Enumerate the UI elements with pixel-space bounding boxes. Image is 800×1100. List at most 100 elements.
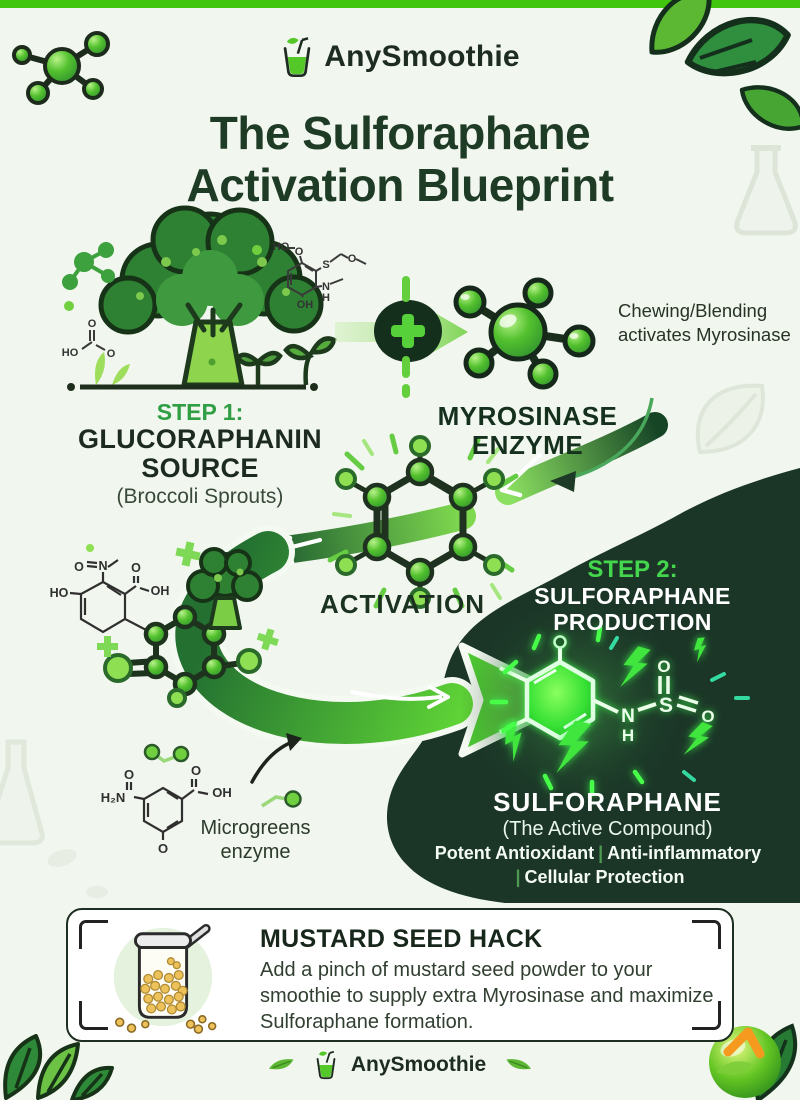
- svg-text:O: O: [191, 763, 201, 778]
- svg-text:H: H: [622, 726, 634, 745]
- svg-text:N: N: [621, 706, 635, 727]
- svg-text:O: O: [348, 253, 357, 265]
- svg-text:O: O: [107, 348, 116, 360]
- sprout-icon: [283, 336, 337, 386]
- smoothie-cup-icon: [316, 1050, 336, 1080]
- mustard-jar-icon: [113, 923, 217, 1034]
- svg-text:O: O: [701, 707, 714, 726]
- step2-title-line1: SULFORAPHANE: [534, 582, 731, 609]
- activation-label: ACTIVATION: [319, 589, 486, 619]
- squiggle-molecule-decoration: [86, 544, 302, 808]
- benefit-2: Anti-inflammatory: [607, 843, 762, 863]
- svg-text:O: O: [158, 841, 168, 856]
- compound-block: SULFORAPHANE (The Active Compound): [425, 787, 790, 841]
- microgreens-structure: H₂N O O OH O: [101, 763, 232, 856]
- microgreens-line2: enzyme: [220, 841, 291, 863]
- dot-decoration: [252, 245, 262, 255]
- benefit-3: Cellular Protection: [524, 867, 685, 888]
- broccoli-floret-icon: [186, 547, 263, 630]
- step1-title-line1: GLUCORAPHANIN: [78, 423, 322, 454]
- svg-text:HO: HO: [273, 241, 290, 253]
- activation-molecule-icon: [327, 433, 519, 609]
- svg-text:O: O: [124, 767, 134, 782]
- dot-decoration: [64, 301, 74, 311]
- page-title: The Sulforaphane Activation Blueprint: [0, 107, 800, 211]
- plus-icon: [391, 314, 425, 348]
- step1-title-line2: SOURCE: [141, 452, 259, 483]
- sphere-leaf-icon: [716, 1061, 752, 1075]
- smudge-decoration: [47, 849, 77, 867]
- left-chem-structure: O N HO O OH: [50, 559, 170, 634]
- svg-text:O: O: [295, 246, 304, 258]
- svg-text:OH: OH: [297, 299, 314, 311]
- orange-chevron-icon: [723, 1027, 765, 1059]
- svg-text:S: S: [659, 694, 673, 717]
- svg-text:S: S: [322, 259, 329, 271]
- smudge-decoration: [86, 886, 108, 898]
- leaf-cluster-icon: [636, 0, 800, 142]
- brand-name: AnySmoothie: [324, 40, 520, 73]
- corner-bracket-icon: [79, 920, 108, 949]
- plus-mark-decoration: [97, 541, 279, 657]
- thin-arc-arrowhead: [550, 471, 576, 492]
- footer-brand-name: AnySmoothie: [350, 1053, 487, 1076]
- myrosinase-enzyme-label: MYROSINASE ENZYME: [415, 401, 640, 461]
- benefit-divider: |: [515, 867, 521, 888]
- step2-title-line2: PRODUCTION: [553, 608, 712, 635]
- svg-text:O: O: [74, 560, 84, 574]
- svg-text:O: O: [131, 561, 141, 575]
- compound-name: SULFORAPHANE: [493, 787, 722, 817]
- header-brand: AnySmoothie: [0, 36, 800, 78]
- svg-text:N: N: [98, 559, 107, 573]
- mustard-hack-card: MUSTARD SEED HACK Add a pinch of mustard…: [66, 908, 734, 1042]
- compound-subtitle: (The Active Compound): [502, 817, 713, 840]
- corner-bracket-icon: [692, 920, 721, 949]
- plus-combiner: [335, 276, 468, 398]
- benefit-divider: |: [598, 843, 604, 863]
- footer-brand: AnySmoothie: [0, 1050, 800, 1080]
- sulforaphane-molecule-icon: N H S O O: [460, 590, 750, 820]
- svg-text:N: N: [322, 281, 330, 293]
- benefit-1: Potent Antioxidant: [434, 843, 595, 863]
- chewing-note: Chewing/Blending activates Myrosinase: [618, 300, 791, 345]
- step1-subtitle: (Broccoli Sprouts): [116, 485, 284, 509]
- flask-watermark-bottom-icon: [0, 739, 45, 846]
- hack-title: MUSTARD SEED HACK: [260, 925, 543, 953]
- svg-text:O: O: [88, 318, 97, 330]
- svg-text:O: O: [657, 657, 670, 676]
- enzyme-line-1: MYROSINASE: [437, 401, 618, 431]
- thin-arc-arrow: [561, 397, 654, 482]
- top-accent-bar: [0, 0, 800, 8]
- benefits-line: Potent Antioxidant|Anti-inflammatory |Ce…: [398, 841, 798, 890]
- glucoraphanin-structure: HO O S O N H OH: [273, 241, 367, 311]
- svg-text:HO: HO: [62, 347, 79, 359]
- leaf-cluster-icon: [3, 1034, 114, 1100]
- curved-arrow-icon: [250, 733, 302, 784]
- leaf-icon: [506, 1059, 532, 1070]
- leaf-icon: [268, 1059, 294, 1070]
- sprout-icon: [95, 352, 130, 385]
- molecule-decoration-icon: [12, 31, 110, 105]
- flask-watermark-icon: [734, 145, 798, 236]
- broccoli-icon: [67, 205, 337, 391]
- microgreens-label: Microgreens enzyme: [183, 816, 328, 864]
- step2-label-block: STEP 2: SULFORAPHANE PRODUCTION: [500, 556, 765, 635]
- step2-label: STEP 2:: [587, 556, 678, 583]
- step1-label-block: STEP 1: GLUCORAPHANIN SOURCE (Broccoli S…: [50, 400, 350, 509]
- molecule-decoration-icon: [62, 242, 115, 290]
- sprout-icon: [235, 350, 283, 385]
- hack-body: Add a pinch of mustard seed powder to yo…: [260, 959, 714, 1033]
- glossy-sphere-icon: [709, 1026, 781, 1098]
- title-line-1: The Sulforaphane: [209, 107, 591, 159]
- enzyme-line-2: ENZYME: [471, 430, 584, 461]
- corner-bracket-icon: [79, 1001, 108, 1030]
- smoothie-cup-icon: [283, 37, 311, 78]
- svg-text:H: H: [322, 292, 330, 304]
- svg-text:HO: HO: [50, 586, 69, 600]
- microgreens-line1: Microgreens: [200, 817, 311, 839]
- title-line-2: Activation Blueprint: [186, 158, 614, 211]
- svg-text:H₂N: H₂N: [101, 790, 126, 805]
- svg-text:OH: OH: [151, 584, 170, 598]
